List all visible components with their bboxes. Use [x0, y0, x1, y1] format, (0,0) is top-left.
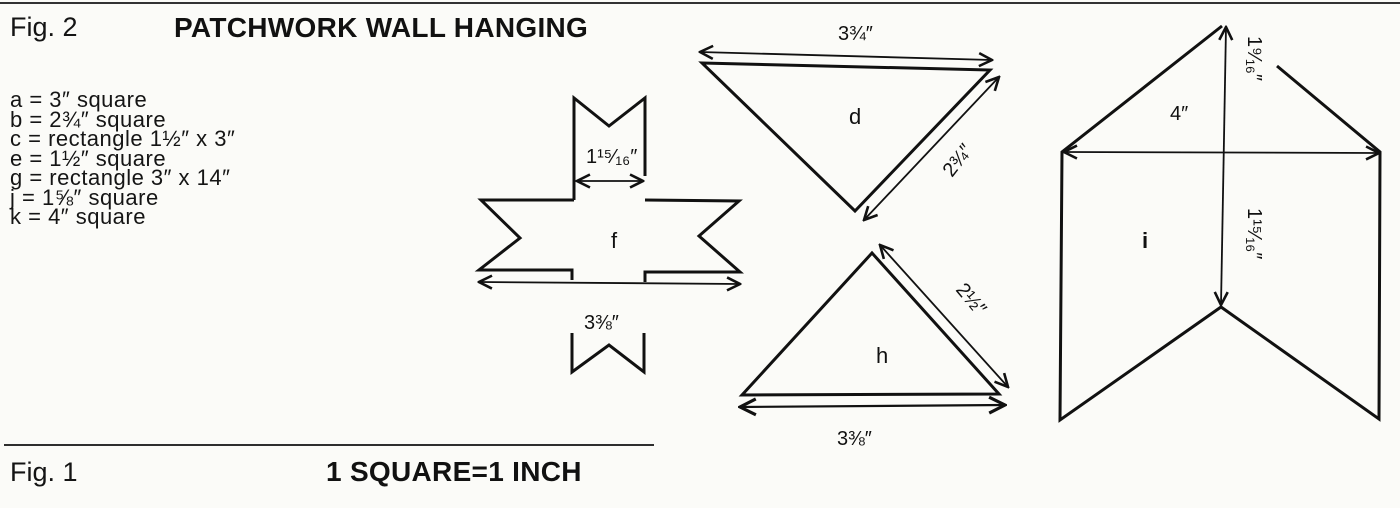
bottom-rule: [4, 444, 654, 446]
f-top-dimension: 1¹⁵⁄₁₆″: [586, 146, 637, 168]
piece-i: [1058, 24, 1382, 423]
figure-2-label: Fig. 2: [10, 12, 78, 42]
h-bottom-dimension-arrow: [740, 405, 1005, 407]
piece-h: [738, 250, 1003, 397]
d-side-dimension: 2¾″: [939, 140, 978, 181]
d-label: d: [849, 104, 861, 129]
i-top-height-dimension: 1⁹⁄₁₆″: [1243, 36, 1265, 81]
f-bottom-dimension: 3⅜″: [584, 312, 619, 334]
top-rule: [0, 2, 1400, 4]
h-side-dimension-arrow: [880, 245, 1008, 387]
scale-note: 1 SQUARE=1 INCH: [326, 456, 582, 487]
h-side-dimension: 2½″: [951, 279, 990, 320]
legend-item-a: a = 3″ square: [10, 87, 148, 112]
piece-f: [474, 94, 744, 376]
f-bottom-dimension-arrow: [479, 282, 740, 284]
figure-1-label: Fig. 1: [10, 457, 78, 487]
f-label: f: [611, 228, 618, 253]
legend-item-k: k = 4″ square: [10, 204, 146, 229]
piece-d: [698, 61, 994, 214]
legend-item-b: b = 2¾″ square: [10, 106, 167, 132]
i-height-dimension-arrow: [1221, 27, 1226, 305]
legend-item-e: e = 1½″ square: [10, 145, 167, 171]
legend-item-c: c = rectangle 1½″ x 3″: [10, 126, 236, 151]
d-top-dimension: 3¾″: [838, 23, 873, 45]
i-width-dimension: 4″: [1170, 103, 1188, 125]
i-width-dimension-arrow: [1064, 152, 1379, 153]
d-top-dimension-arrow: [700, 52, 992, 60]
legend-item-g: g = rectangle 3″ x 14″: [10, 165, 231, 190]
page-title: PATCHWORK WALL HANGING: [174, 12, 589, 43]
h-label: h: [876, 343, 888, 368]
piece-legend: a = 3″ square b = 2¾″ square c = rectang…: [10, 87, 236, 229]
legend-item-j: j = 1⅝″ square: [10, 184, 159, 210]
i-label: i: [1142, 228, 1148, 253]
d-side-dimension-arrow: [864, 77, 999, 220]
h-bottom-dimension: 3⅜″: [837, 428, 872, 450]
i-bottom-height-dimension: 1¹⁵⁄₁₆″: [1243, 208, 1265, 259]
